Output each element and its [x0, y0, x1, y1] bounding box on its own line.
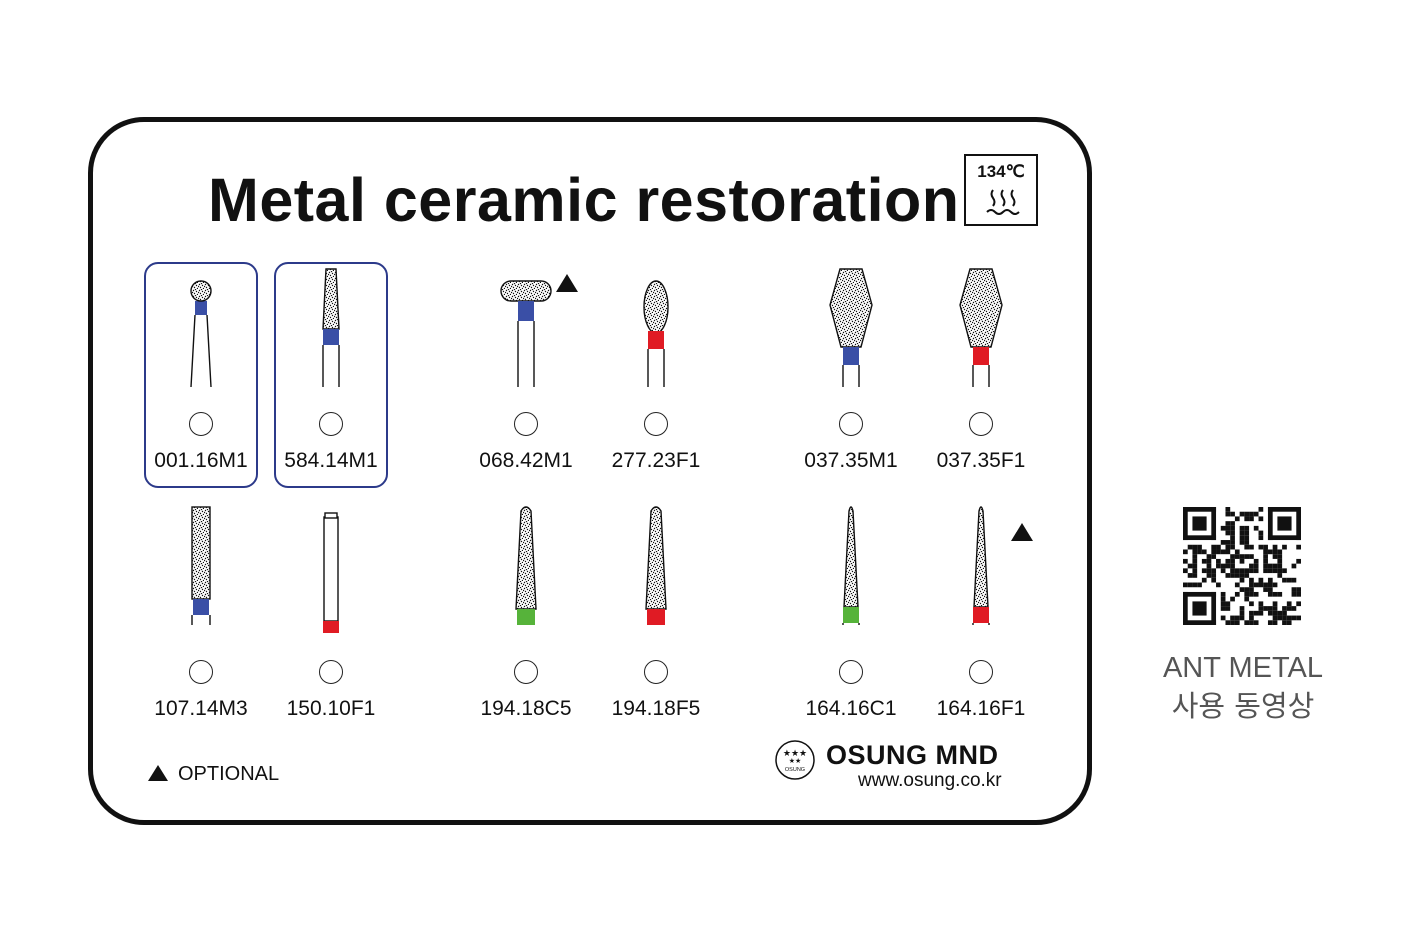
bur-egg-drawing [643, 280, 669, 387]
checkbox-circle[interactable] [514, 412, 538, 436]
optional-label: OPTIONAL [178, 763, 280, 785]
optional-triangle-icon [1011, 523, 1033, 541]
bur-code-label: 107.14M3 [154, 697, 248, 720]
steam-sterilization-icon [986, 189, 1020, 215]
checkbox-circle[interactable] [514, 660, 538, 684]
checkbox-circle[interactable] [189, 412, 213, 436]
bur-code-label: 068.42M1 [479, 449, 573, 472]
bur-code-label: 164.16F1 [936, 697, 1026, 720]
highlight-box-001-16M1 [144, 262, 258, 488]
bur-code-label: 037.35F1 [936, 449, 1026, 472]
bur-needle-drawing [842, 506, 860, 625]
bur-wheel-drawing [500, 280, 552, 387]
svg-text:★★: ★★ [789, 757, 802, 765]
bur-code-label: 001.16M1 [154, 449, 248, 472]
brand-name: OSUNG MND [826, 740, 999, 770]
bur-diamond-drawing [829, 268, 873, 387]
brand-url[interactable]: www.osung.co.kr [858, 770, 1002, 791]
checkbox-circle[interactable] [969, 412, 993, 436]
osung-logo-icon: ★★★ ★★ OSUNG [775, 740, 815, 780]
product-card [88, 117, 1092, 825]
checkbox-circle[interactable] [644, 412, 668, 436]
optional-triangle-icon [556, 274, 578, 292]
checkbox-circle[interactable] [839, 412, 863, 436]
bur-taper-round-drawing [645, 506, 667, 625]
bur-code-label: 277.23F1 [611, 449, 701, 472]
bur-code-label: 037.35M1 [804, 449, 898, 472]
bur-code-label: 194.18C5 [480, 697, 572, 720]
bur-code-label: 150.10F1 [286, 697, 376, 720]
optional-legend: OPTIONAL [148, 763, 279, 786]
bur-taper-round-drawing [515, 506, 537, 625]
bur-taper-flat-drawing [322, 268, 340, 387]
sterilization-badge: 134℃ [964, 154, 1038, 226]
logo-text: OSUNG [785, 767, 805, 773]
checkbox-circle[interactable] [189, 660, 213, 684]
bur-code-label: 584.14M1 [284, 449, 378, 472]
sterilization-temperature: 134℃ [977, 162, 1025, 181]
bur-code-label: 194.18F5 [611, 697, 701, 720]
highlight-box-584-14M1 [274, 262, 388, 488]
page-title: Metal ceramic restoration [208, 166, 960, 234]
optional-triangle-icon [148, 765, 168, 781]
bur-cylinder-drawing [191, 506, 211, 625]
checkbox-circle[interactable] [969, 660, 993, 684]
qr-caption-line2: 사용 동영상 [1171, 689, 1315, 723]
bur-cylinder-thin-drawing [323, 512, 339, 633]
checkbox-circle[interactable] [319, 412, 343, 436]
svg-text:★★★: ★★★ [783, 749, 807, 759]
bur-diamond-drawing [959, 268, 1003, 387]
bur-code-label: 164.16C1 [805, 697, 897, 720]
checkbox-circle[interactable] [644, 660, 668, 684]
bur-needle-drawing [972, 506, 990, 625]
checkbox-circle[interactable] [839, 660, 863, 684]
bur-ball-drawing [190, 280, 212, 388]
qr-code-icon[interactable] [1183, 507, 1301, 625]
qr-caption-line1: ANT METAL [1162, 652, 1324, 684]
checkbox-circle[interactable] [319, 660, 343, 684]
